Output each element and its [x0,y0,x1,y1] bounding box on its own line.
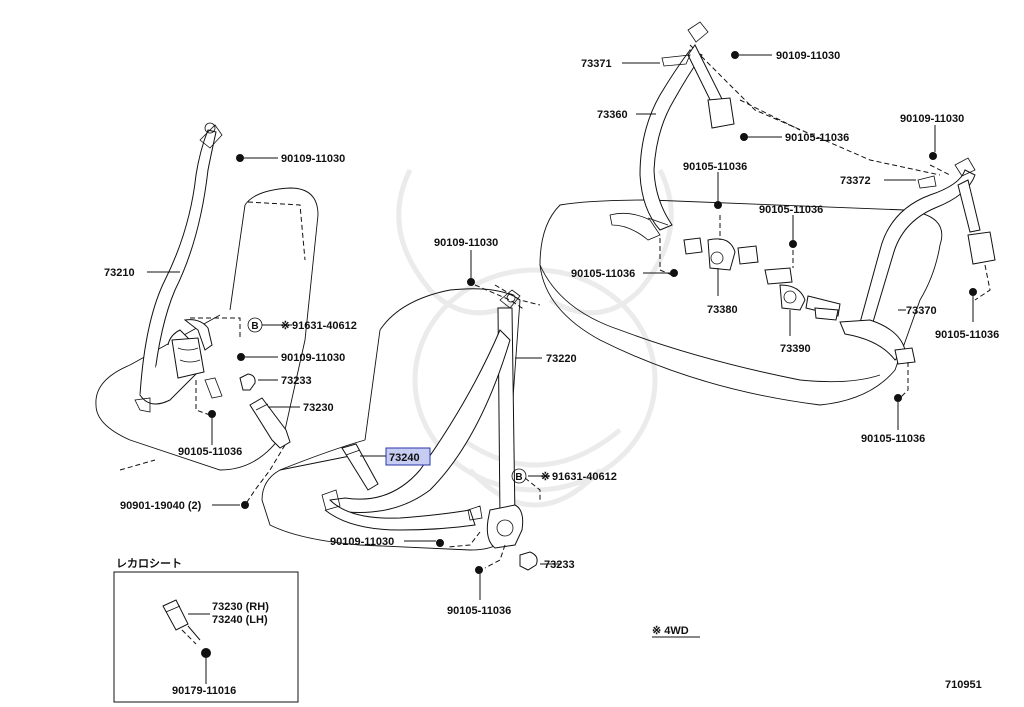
label-bolt: 90105-11036 [683,161,747,173]
label-part: 73360 [597,109,628,121]
bolt-icon [969,288,977,296]
label-bolt: 90105-11036 [447,605,511,617]
bolt-icon [236,154,244,162]
inset-title: レカロシート [116,557,182,570]
b-marker-center: B [511,468,527,484]
label-part: 73372 [840,175,871,187]
label-part: 73380 [707,304,738,316]
label-bolt: 90105-11036 [571,268,635,280]
label-bolt: 90105-11036 [178,446,242,458]
bolt-icon [670,269,678,277]
label-part: 73220 [546,353,577,365]
label-bolt: 90109-11030 [776,50,840,62]
label-part: 73210 [104,267,135,279]
inset-part-lh: 73240 (LH) [212,614,268,626]
note-symbol-left: ※ [281,320,290,332]
bolt-icon [894,394,902,402]
label-part: 73370 [906,305,937,317]
bolt-icons [201,51,977,658]
label-bolt: 90901-19040 (2) [120,500,202,512]
label-part-highlighted: 73240 [389,452,420,464]
inset-frame [113,571,299,703]
label-part: 73390 [780,343,811,355]
label-bolt: 90105-11036 [861,433,925,445]
label-part: 73233 [281,375,312,387]
bolt-icon [436,539,444,547]
labels: 90109-11030 73210 91631-40612 90109-1103… [104,50,999,691]
bolt-icon [201,648,211,658]
diagram-number: 710951 [945,679,982,691]
label-bolt: 90109-11030 [900,113,964,125]
highlight-box [385,447,431,466]
svg-text:B: B [515,472,522,483]
inset-part-rh: 73230 (RH) [212,601,269,613]
label-bolt: 90105-11036 [785,132,849,144]
footnote-4wd: ※ 4WD [652,625,689,637]
left-seat-group [95,122,319,506]
bolt-icon [475,566,483,574]
bolt-icon [241,501,249,509]
label-bolt: 90109-11030 [281,352,345,364]
label-part: 73233 [544,559,575,571]
center-seat-group [261,284,541,571]
svg-text:B: B [251,321,258,332]
label-bolt: 90109-11030 [281,153,345,165]
note-symbol-center: ※ [541,471,550,483]
label-bolt: 91631-40612 [292,320,357,332]
bolt-icon [740,133,748,141]
bolt-icon [789,240,797,248]
inset-bolt: 90179-11016 [172,685,236,697]
rear-bench-group [539,21,996,406]
label-part: 73230 [303,402,334,414]
buckle-icon [162,599,189,631]
label-bolt: 90105-11036 [759,204,823,216]
leader-lines [147,54,974,641]
bolt-icon [467,278,475,286]
b-marker-left: B [247,317,263,333]
bolt-icon [929,152,937,160]
label-bolt: 90109-11030 [330,536,394,548]
label-bolt: 90109-11030 [434,237,498,249]
bolt-icon [208,410,216,418]
bolt-icon [237,353,245,361]
label-bolt: 90105-11036 [935,329,999,341]
recaro-inset: レカロシート 73230 (RH) 73240 (LH) 90179-11016 [113,557,299,703]
label-part: 73371 [581,58,612,70]
label-bolt: 91631-40612 [552,471,617,483]
bolt-icon [714,201,722,209]
bolt-icon [731,51,739,59]
